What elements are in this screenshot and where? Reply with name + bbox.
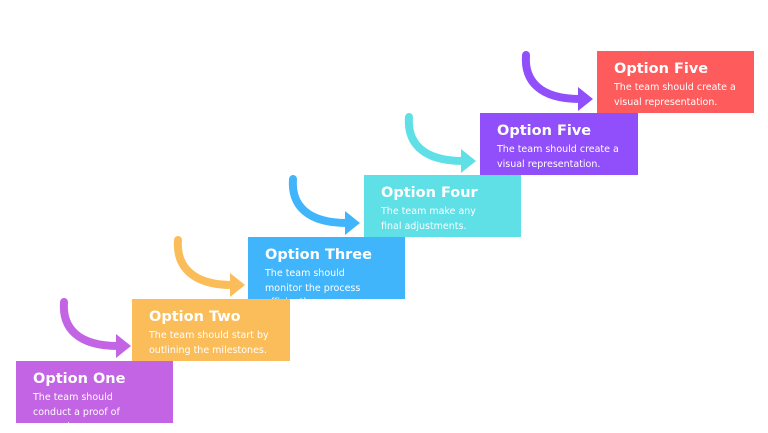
step-box-option-one: Option One The team should conduct a pro… (16, 361, 173, 423)
step-box-option-two: Option Two The team should start by outl… (132, 299, 290, 361)
curved-arrow-icon (173, 236, 245, 297)
step-box-option-five: Option Five The team should create a vis… (480, 113, 638, 175)
step-description: The team should create a visual represen… (614, 82, 736, 108)
step-title: Option Five (497, 123, 592, 139)
curved-arrow-icon (404, 113, 476, 173)
step-title: Option Five (614, 61, 709, 77)
curved-arrow-icon (288, 175, 360, 235)
step-box-option-three: Option Three The team should monitor the… (248, 237, 405, 299)
step-description: The team should monitor the process effi… (265, 268, 361, 299)
step-title: Option Four (381, 185, 478, 201)
step-description: The team should start by outlining the m… (149, 330, 269, 356)
step-description: The team should create a visual represen… (497, 144, 619, 170)
step-box-option-four: Option Four The team make any final adju… (364, 175, 521, 237)
step-title: Option One (33, 371, 126, 387)
step-box-option-six: Option Five The team should create a vis… (597, 51, 754, 113)
step-title: Option Two (149, 309, 241, 325)
curved-arrow-icon (59, 298, 131, 358)
curved-arrow-icon (521, 51, 593, 111)
step-description: The team make any final adjustments. (381, 206, 476, 232)
step-title: Option Three (265, 247, 372, 263)
step-description: The team should conduct a proof of conce… (33, 392, 120, 423)
